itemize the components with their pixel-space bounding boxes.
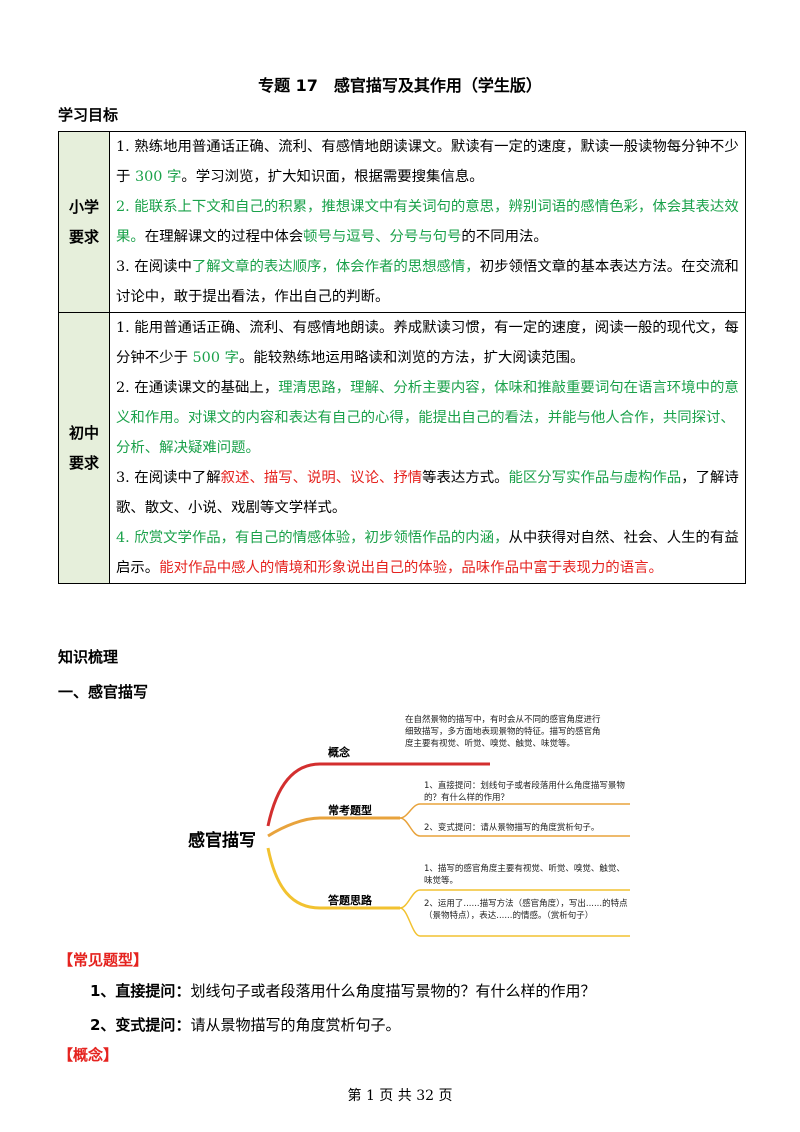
mindmap-branch-thinking: 答题思路 bbox=[328, 894, 372, 907]
table-row-junior: 初中 要求 1. 能用普通话正确、流利、有感情地朗读。养成默读习惯，有一定的速度… bbox=[58, 312, 746, 584]
sub-line-types-1 bbox=[399, 803, 630, 819]
table-row-primary: 小学 要求 1. 熟练地用普通话正确、流利、有感情地朗读课文。默读有一定的速度，… bbox=[58, 131, 746, 313]
primary-requirements: 1. 熟练地用普通话正确、流利、有感情地朗读课文。默读有一定的速度，默读一般读物… bbox=[109, 131, 746, 313]
mindmap-note-types-2: 2、变式提问：请从景物描写的角度赏析句子。 bbox=[424, 823, 600, 833]
branch-line-types bbox=[267, 816, 400, 838]
common-types-heading: 【常见题型】 bbox=[58, 951, 149, 969]
mindmap-note-thinking-2: 2、运用了......描写方法（感官角度），写出......的特点（景物特点），… bbox=[424, 899, 628, 921]
row-label-junior: 初中 要求 bbox=[58, 312, 110, 584]
concept-heading: 【概念】 bbox=[58, 1046, 119, 1064]
mindmap-branch-types: 常考题型 bbox=[328, 804, 372, 817]
mindmap: 感官描写 概念 在自然景物的描写中，有时会从不同的感官角度进行细致描写，多方面地… bbox=[180, 708, 640, 944]
mindmap-note-concept: 在自然景物的描写中，有时会从不同的感官角度进行细致描写，多方面地表现景物的特征。… bbox=[405, 715, 601, 749]
mindmap-center: 感官描写 bbox=[188, 831, 256, 851]
primary-item-3: 3. 在阅读中了解文章的表达顺序，体会作者的思想感情，初步领悟文章的基本表达方法… bbox=[116, 259, 739, 305]
junior-item-1: 1. 能用普通话正确、流利、有感情地朗读。养成默读习惯，有一定的速度，阅读一般的… bbox=[116, 320, 739, 366]
primary-item-2: 2. 能联系上下文和自己的积累，推想课文中有关词句的意思，辨别词语的感情色彩，体… bbox=[116, 199, 739, 245]
junior-item-4: 4. 欣赏文学作品，有自己的情感体验，初步领悟作品的内涵，从中获得对自然、社会、… bbox=[116, 530, 739, 576]
mindmap-branch-concept: 概念 bbox=[328, 746, 350, 759]
sub-line-thinking-2 bbox=[399, 907, 630, 937]
branch-line-thinking bbox=[266, 847, 400, 910]
section-heading-goals: 学习目标 bbox=[58, 106, 119, 124]
junior-item-3: 3. 在阅读中了解叙述、描写、说明、议论、抒情等表达方式。能区分写实作品与虚构作… bbox=[116, 470, 739, 516]
sub-line-thinking-1 bbox=[399, 889, 630, 909]
primary-item-1: 1. 熟练地用普通话正确、流利、有感情地朗读课文。默读有一定的速度，默读一般读物… bbox=[116, 139, 739, 185]
mindmap-note-types-1: 1、直接提问：划线句子或者段落用什么角度描写景物的？有什么样的作用？ bbox=[424, 781, 625, 803]
question-type-2: 2、变式提问：请从景物描写的角度赏析句子。 bbox=[90, 1016, 401, 1034]
junior-item-2: 2. 在通读课文的基础上，理清思路，理解、分析主要内容，体味和推敲重要词句在语言… bbox=[116, 380, 739, 456]
page-title: 专题 17 感官描写及其作用（学生版） bbox=[258, 76, 542, 95]
mindmap-note-thinking-1: 1、描写的感官角度主要有视觉、听觉、嗅觉、触觉、味觉等。 bbox=[424, 864, 625, 886]
question-type-1: 1、直接提问：划线句子或者段落用什么角度描写景物的？有什么样的作用？ bbox=[90, 982, 596, 1000]
learning-goals-table: 小学 要求 1. 熟练地用普通话正确、流利、有感情地朗读课文。默读有一定的速度，… bbox=[58, 131, 746, 584]
sub-line-types-2 bbox=[399, 817, 630, 837]
mindmap-branches bbox=[266, 762, 630, 937]
section-heading-knowledge: 知识梳理 bbox=[58, 648, 119, 666]
row-label-primary: 小学 要求 bbox=[58, 131, 110, 313]
junior-requirements: 1. 能用普通话正确、流利、有感情地朗读。养成默读习惯，有一定的速度，阅读一般的… bbox=[109, 312, 746, 584]
branch-line-concept bbox=[266, 762, 490, 827]
page-footer: 第 1 页 共 32 页 bbox=[347, 1088, 453, 1104]
section-heading-sense: 一、感官描写 bbox=[58, 683, 149, 701]
